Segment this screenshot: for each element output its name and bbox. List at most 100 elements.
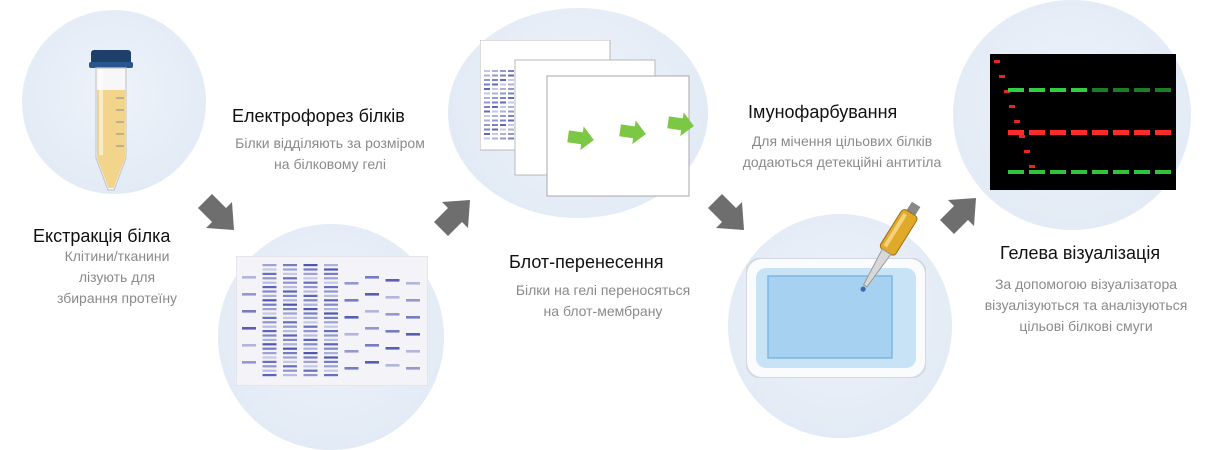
band: [500, 115, 506, 117]
band: [508, 88, 514, 90]
band: [303, 321, 318, 324]
band: [324, 277, 338, 280]
step-visualization-title: Гелева візуалізація: [1000, 243, 1161, 263]
band: [283, 334, 297, 337]
band: [303, 365, 318, 368]
band: [508, 124, 514, 126]
band: [262, 369, 277, 372]
band: [303, 290, 318, 293]
desc-line: За допомогою візуалізатора: [994, 276, 1178, 292]
band: [324, 299, 338, 302]
band: [262, 286, 277, 289]
step-immunostaining-title: Імунофарбування: [748, 102, 898, 122]
band: [283, 316, 297, 319]
band: [500, 137, 506, 140]
band: [1134, 170, 1150, 174]
band: [500, 70, 506, 72]
band: [999, 75, 1005, 78]
band: [484, 97, 490, 99]
next-step-arrow-icon: [706, 192, 748, 234]
band: [324, 268, 338, 271]
band: [262, 312, 277, 315]
band: [1019, 135, 1025, 138]
step-visualization-desc: За допомогою візуалізатора візуалізуютьс…: [970, 274, 1202, 337]
band: [242, 344, 256, 347]
band: [303, 294, 318, 297]
band: [1155, 130, 1171, 135]
band: [492, 97, 498, 99]
band: [262, 308, 277, 311]
band: [262, 325, 277, 328]
band: [324, 294, 338, 297]
band: [492, 119, 498, 122]
band: [1092, 88, 1108, 92]
band: [324, 286, 338, 289]
band: [500, 101, 506, 104]
band: [508, 74, 514, 77]
band: [365, 327, 379, 330]
band: [262, 290, 277, 293]
band: [303, 360, 318, 363]
band: [484, 133, 490, 135]
band: [262, 352, 277, 355]
band: [303, 286, 318, 289]
band: [242, 361, 256, 364]
band: [500, 119, 506, 122]
band: [1155, 170, 1171, 174]
band: [303, 316, 318, 319]
band: [406, 333, 420, 336]
band: [262, 334, 277, 337]
band: [242, 327, 256, 330]
band: [406, 282, 420, 285]
band: [508, 128, 514, 131]
band: [484, 124, 490, 126]
desc-line: Білки відділяють за розміром: [235, 135, 425, 151]
band: [283, 343, 297, 346]
band: [1113, 130, 1129, 135]
band: [324, 343, 338, 346]
band: [262, 268, 277, 271]
band: [242, 310, 256, 313]
band: [324, 352, 338, 355]
band: [492, 79, 498, 81]
band: [324, 334, 338, 337]
band: [1071, 88, 1087, 92]
band: [484, 137, 490, 140]
band: [262, 360, 277, 363]
band: [262, 321, 277, 324]
band: [262, 264, 277, 267]
band: [303, 330, 318, 333]
step-transfer-desc: Білки на гелі переносяться на блот-мембр…: [493, 280, 713, 322]
band: [324, 290, 338, 293]
band: [262, 316, 277, 319]
band: [303, 374, 318, 377]
desc-line: цільові білкові смуги: [1019, 318, 1153, 334]
band: [508, 101, 514, 104]
band: [385, 313, 400, 316]
band: [1009, 105, 1015, 108]
band: [283, 321, 297, 324]
band: [406, 350, 420, 353]
band: [303, 268, 318, 271]
band: [1029, 165, 1035, 168]
desc-line: збирання протеїну: [56, 290, 178, 306]
band: [1029, 88, 1045, 92]
band: [1113, 88, 1129, 92]
band: [324, 330, 338, 333]
band: [344, 282, 359, 285]
band: [484, 106, 490, 108]
band: [283, 352, 297, 355]
band: [492, 124, 498, 126]
band: [324, 365, 338, 368]
band: [262, 347, 277, 350]
band: [500, 97, 506, 99]
band: [303, 352, 318, 355]
band: [324, 321, 338, 324]
band: [303, 303, 318, 306]
band: [500, 88, 506, 90]
band: [500, 92, 506, 95]
band: [262, 272, 277, 275]
band: [324, 374, 338, 377]
fluorescent-blot-icon: [990, 54, 1176, 190]
band: [1050, 88, 1066, 92]
